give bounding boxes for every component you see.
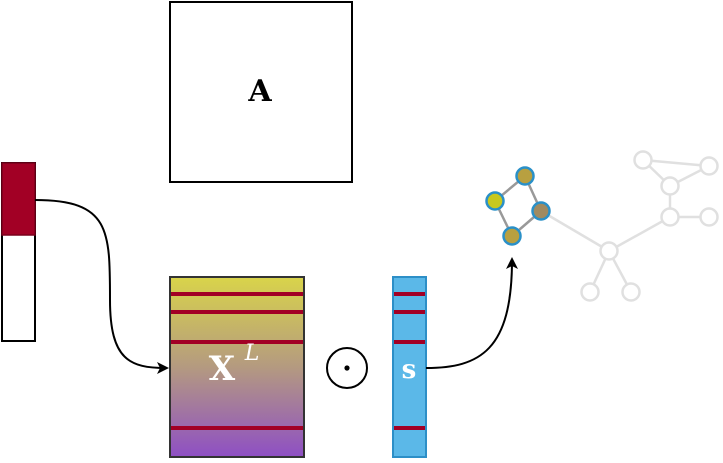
score-stripe bbox=[394, 310, 425, 314]
score-stripe bbox=[394, 292, 425, 296]
feature-matrix: X L bbox=[169, 276, 305, 458]
graph-node bbox=[502, 226, 522, 246]
graph-node bbox=[515, 166, 535, 186]
hadamard-operator bbox=[326, 347, 368, 389]
feature-stripe bbox=[171, 292, 303, 296]
graph-faded-nodes bbox=[580, 150, 719, 302]
feature-matrix-label: X bbox=[209, 349, 236, 389]
svg-text:X: X bbox=[209, 349, 236, 389]
feature-stripe bbox=[171, 310, 303, 314]
curved-arrow-icon bbox=[425, 257, 518, 369]
feature-stripe bbox=[171, 426, 303, 430]
score-stripe bbox=[394, 426, 425, 430]
selector-vector bbox=[1, 162, 36, 342]
graph-node bbox=[485, 191, 505, 211]
curved-arrow-icon bbox=[34, 199, 169, 374]
adjacency-label: A bbox=[247, 74, 272, 109]
graph-selected-nodes bbox=[485, 166, 551, 246]
selector-highlight bbox=[1, 162, 36, 236]
adjacency-matrix: A bbox=[169, 1, 353, 183]
score-vector-label: s bbox=[402, 355, 417, 385]
score-vector: s bbox=[392, 276, 427, 458]
graph-network-icon bbox=[485, 150, 719, 302]
feature-matrix-superscript: L bbox=[244, 341, 260, 366]
feature-stripe bbox=[171, 340, 303, 344]
graph-faded-edges bbox=[540, 158, 710, 293]
score-stripe bbox=[394, 340, 425, 344]
graph-node bbox=[531, 201, 551, 221]
